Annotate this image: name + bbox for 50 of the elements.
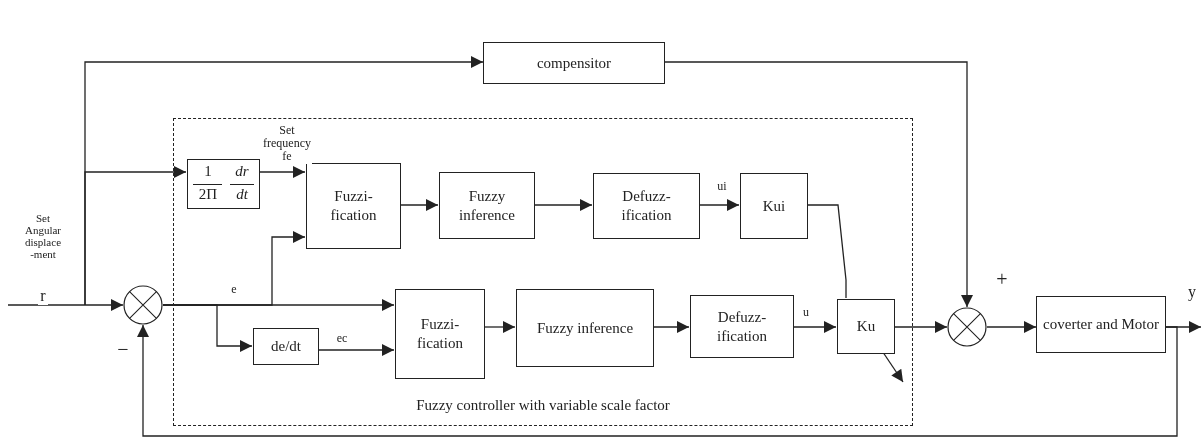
block-label: coverter and Motor <box>1042 315 1160 334</box>
process-block <box>395 289 485 379</box>
arrow <box>893 321 948 333</box>
fraction-term: dr <box>234 164 250 179</box>
block-label: Fuzzy inference <box>458 186 516 225</box>
arrow <box>258 166 306 178</box>
fraction-term: 1 <box>203 164 213 179</box>
arrow <box>162 304 253 352</box>
block-label: Defuzz- ification <box>716 307 768 346</box>
arrow <box>882 352 904 383</box>
dashed-group-frame <box>173 118 913 426</box>
block-label: compensitor <box>535 53 613 73</box>
edge-label: Set frequency fe <box>262 124 312 164</box>
fraction-term: dt <box>235 187 249 202</box>
process-block <box>516 289 654 367</box>
arrow <box>137 324 1178 437</box>
process-block <box>740 173 808 239</box>
gain-block <box>187 159 260 209</box>
process-block <box>837 299 895 354</box>
process-block <box>690 295 794 358</box>
process-block <box>253 328 319 365</box>
summing-junction <box>947 307 987 347</box>
block-label: Defuzz- ification <box>620 187 673 225</box>
block-label: Fuzzi- fication <box>329 187 378 225</box>
fraction-term: 2Π <box>197 187 219 202</box>
process-block <box>439 172 535 239</box>
arrow <box>664 61 973 308</box>
block-label: Ku <box>855 317 877 336</box>
block-label: Kui <box>761 196 787 216</box>
arrow <box>317 344 395 356</box>
arrow <box>652 321 690 333</box>
arrow <box>399 199 439 211</box>
process-block <box>1036 296 1166 353</box>
block-label: Fuzzi- fication <box>416 315 464 353</box>
group-caption: Fuzzy controller with variable scale factor <box>416 396 670 415</box>
connector-line <box>806 204 847 299</box>
process-block <box>483 42 665 84</box>
arrow <box>533 199 593 211</box>
block-label: Fuzzy inference <box>535 318 635 338</box>
process-block <box>306 163 401 249</box>
arrow <box>698 199 740 211</box>
arrow <box>792 321 837 333</box>
process-block <box>593 173 700 239</box>
block-label: de/dt <box>270 337 302 356</box>
arrow <box>986 321 1037 333</box>
arrow <box>7 299 124 311</box>
input-label: Set Angular displace -ment <box>22 212 64 261</box>
arrow <box>483 321 516 333</box>
summing-junction <box>123 285 163 325</box>
arrow <box>84 166 187 306</box>
